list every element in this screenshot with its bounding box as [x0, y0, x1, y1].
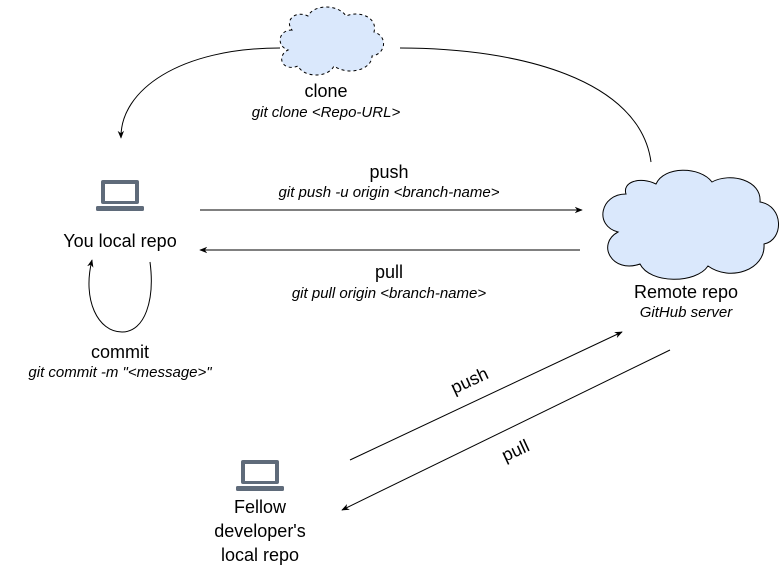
commit-command: git commit -m "<message>" — [28, 364, 212, 381]
fellow-label-line1: Fellow — [233, 497, 286, 517]
push-label: push — [369, 162, 409, 182]
commit-loop-arrow — [87, 259, 152, 333]
fellow-pull-arrow — [341, 349, 671, 511]
fellow-label-line3: local repo — [220, 545, 300, 565]
clone-cloud-icon — [279, 6, 384, 76]
fellow-pull-label: pull — [499, 436, 533, 466]
remote-cloud-icon — [602, 169, 779, 280]
remote-repo-label: Remote repo — [633, 282, 739, 302]
fellow-label-line2: developer's — [214, 521, 306, 541]
pull-command: git pull origin <branch-name> — [291, 285, 487, 302]
commit-label: commit — [91, 342, 149, 362]
fellow-laptop-icon — [236, 460, 284, 491]
clone-label: clone — [304, 81, 348, 101]
local-repo-label: You local repo — [63, 231, 177, 251]
clone-command: git clone <Repo-URL> — [251, 104, 401, 121]
push-command: git push -u origin <branch-name> — [278, 184, 500, 201]
remote-repo-sublabel: GitHub server — [639, 304, 733, 321]
pull-label: pull — [374, 262, 404, 282]
fellow-push-arrow — [349, 331, 623, 461]
local-laptop-icon — [96, 180, 144, 211]
fellow-push-label: push — [448, 363, 492, 398]
clone-arrow — [121, 47, 652, 163]
